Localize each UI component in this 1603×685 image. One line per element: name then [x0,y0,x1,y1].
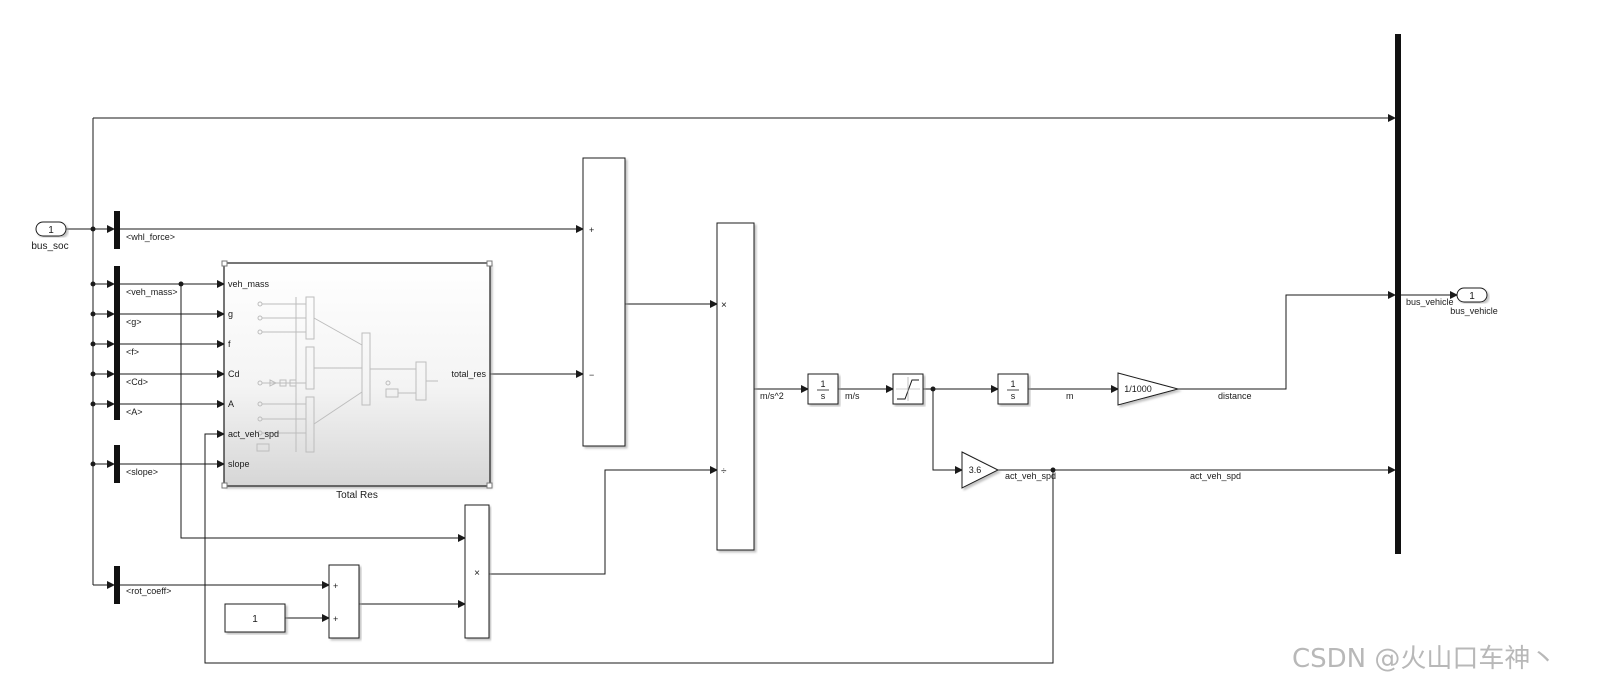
selector-a[interactable]: <A> [114,390,143,420]
bus-selectors: <whl_force> <veh_mass> <g> <f> <Cd> <A> … [114,211,178,604]
subsystem-total-res[interactable]: veh_mass g f Cd A act_veh_spd slope tota… [221,260,493,501]
gain-km-value: 1/1000 [1124,384,1152,394]
gain-block-km[interactable]: 1/1000 [1117,372,1180,406]
svg-text:<rot_coeff>: <rot_coeff> [126,586,171,596]
gain-block-kmh[interactable]: 3.6 [961,451,1000,489]
product-mass-sign: × [474,568,480,579]
selector-rot-coeff[interactable]: <rot_coeff> [114,566,171,604]
subsystem-internal-preview [256,296,438,453]
svg-text:<slope>: <slope> [126,467,158,477]
product-sign-multiply: × [721,300,727,311]
sum-block-rot[interactable]: + + [328,564,360,639]
inport-name: bus_soc [31,241,68,252]
signal-bus-vehicle: bus_vehicle [1406,297,1454,307]
integrator-velocity[interactable]: 1 s [807,373,839,405]
constant-block[interactable]: 1 [224,603,286,633]
port-a: A [228,399,234,409]
port-slope: slope [228,459,250,469]
selector-f[interactable]: <f> [114,330,139,360]
signal-distance: distance [1218,391,1252,401]
gain-kmh-value: 3.6 [969,465,982,475]
selector-veh-mass[interactable]: <veh_mass> [114,266,178,302]
saturation-icon [897,379,919,400]
subsystem-title: Total Res [336,490,378,501]
selector-slope[interactable]: <slope> [114,445,158,483]
svg-text:<A>: <A> [126,407,143,417]
signal-dist-m: m [1066,391,1074,401]
inport-bus-soc[interactable]: 1 bus_soc [31,221,69,252]
integrator-distance[interactable]: 1 s [997,373,1029,405]
integrator2-num: 1 [1010,379,1015,389]
saturation-block[interactable] [892,373,924,405]
outport-number: 1 [1469,291,1475,302]
signal-act-veh-spd-2: act_veh_spd [1190,471,1241,481]
product-block-accel[interactable]: × ÷ [716,222,755,551]
wire-feedback-act-veh-spd[interactable] [204,430,1054,664]
svg-text:<Cd>: <Cd> [126,377,148,387]
bus-creator[interactable] [1395,34,1401,554]
inport-number: 1 [48,225,54,236]
integrator1-num: 1 [820,379,825,389]
sum2-sign-1: + [333,581,338,591]
port-g: g [228,309,233,319]
signal-lines [66,114,1458,664]
wire-veh-mass-branch[interactable] [180,284,466,542]
selector-cd[interactable]: <Cd> [114,360,148,390]
integrator1-den: s [821,391,826,401]
sum1-sign-plus: + [589,225,594,235]
port-total-res: total_res [451,369,486,379]
selector-whl-force[interactable]: <whl_force> [114,211,175,249]
svg-text:<whl_force>: <whl_force> [126,232,175,242]
svg-text:<f>: <f> [126,347,139,357]
svg-text:<g>: <g> [126,317,142,327]
outport-name: bus_vehicle [1450,306,1498,316]
outport-bus-vehicle[interactable]: 1 bus_vehicle [1450,287,1498,316]
sum1-sign-minus: − [589,370,594,380]
port-f: f [228,339,231,349]
signal-vel: m/s [845,391,860,401]
sum-block-force[interactable]: + − [582,157,626,447]
constant-value: 1 [252,614,258,625]
signal-labels: m/s^2 m/s m distance act_veh_spd act_veh… [760,297,1454,481]
integrator2-den: s [1011,391,1016,401]
sum2-sign-2: + [333,614,338,624]
product-sign-divide: ÷ [721,466,727,477]
watermark: CSDN @火山口车神丶 [1292,644,1556,674]
signal-act-veh-spd-1: act_veh_spd [1005,471,1056,481]
port-cd: Cd [228,369,240,379]
port-act-veh-spd: act_veh_spd [228,429,279,439]
signal-accel: m/s^2 [760,391,784,401]
selector-g[interactable]: <g> [114,302,142,330]
svg-text:<veh_mass>: <veh_mass> [126,287,178,297]
product-block-mass[interactable]: × [464,504,490,639]
port-veh-mass: veh_mass [228,279,270,289]
